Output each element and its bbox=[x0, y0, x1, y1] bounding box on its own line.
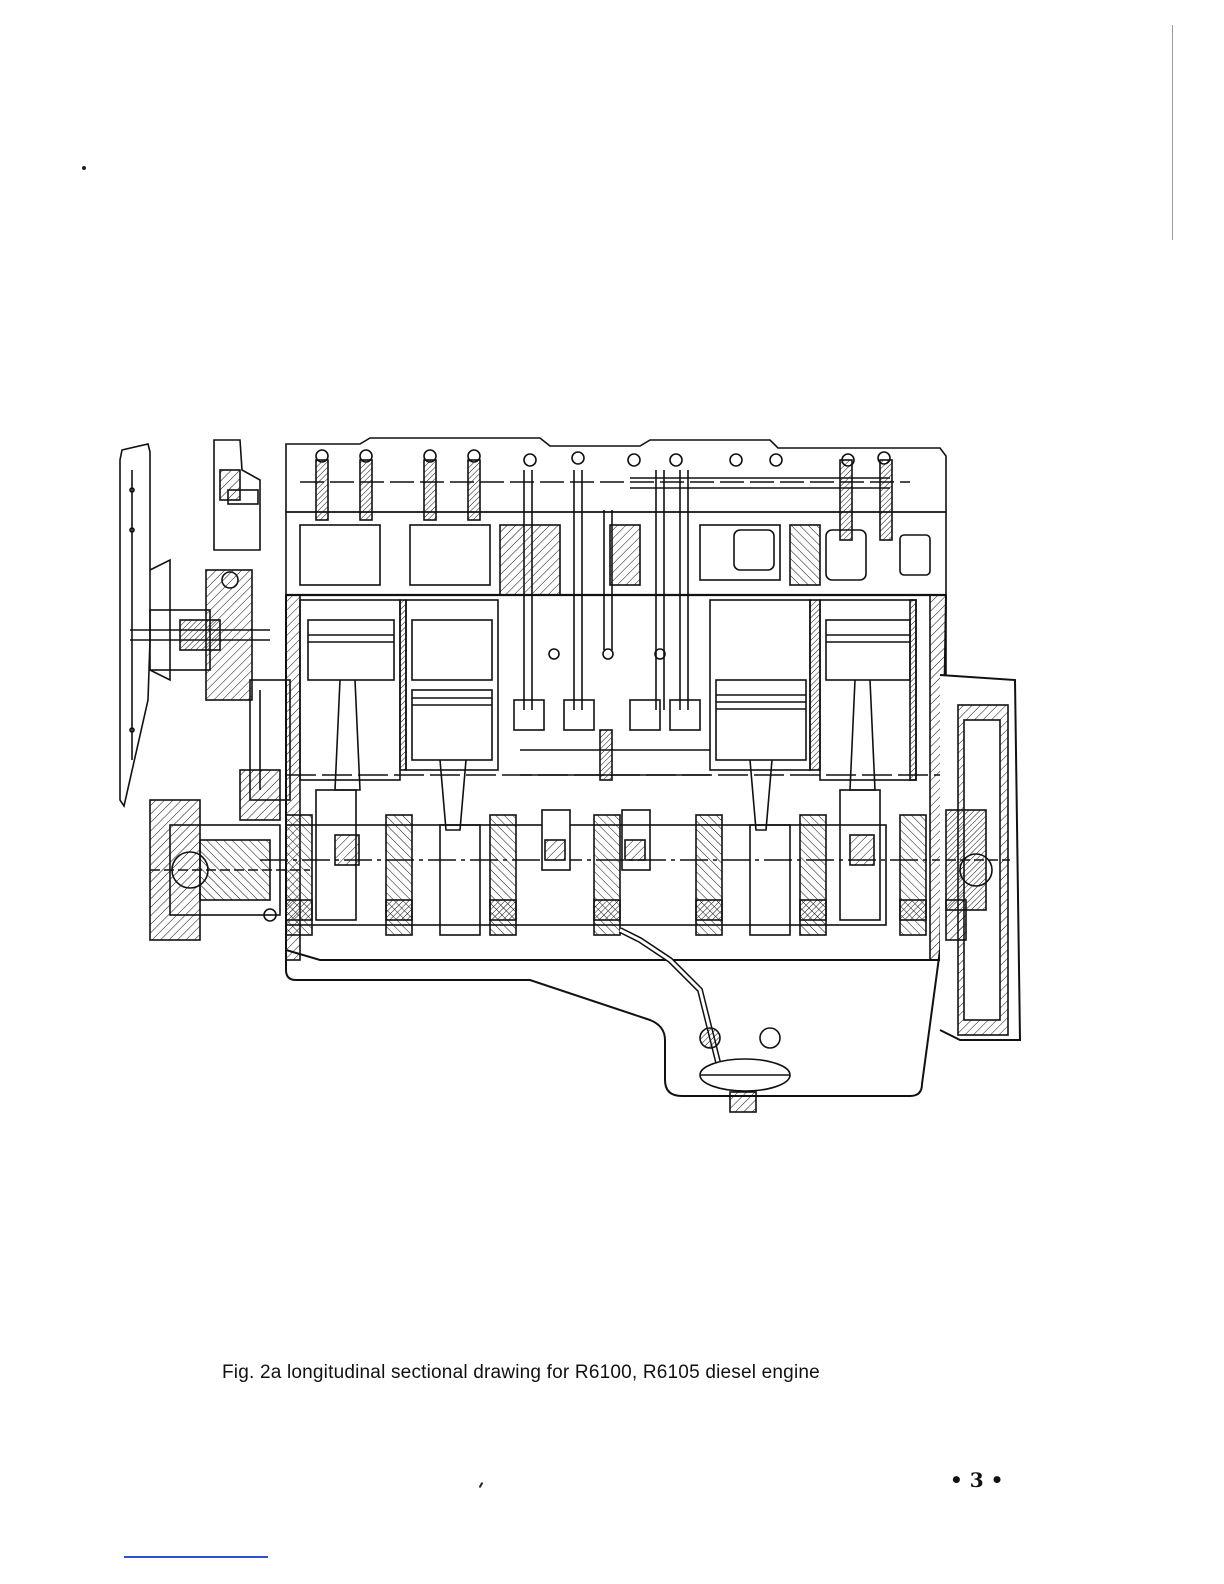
pushrods bbox=[514, 470, 710, 780]
cylinders bbox=[300, 600, 916, 830]
scan-edge-rule bbox=[1172, 25, 1173, 240]
crankshaft bbox=[260, 790, 1010, 935]
fan-blade bbox=[120, 444, 170, 806]
footnote-rule bbox=[124, 1556, 268, 1558]
oil-sump bbox=[286, 930, 940, 1112]
scan-speck bbox=[479, 1482, 484, 1488]
scan-speck bbox=[82, 166, 86, 170]
flywheel-housing bbox=[940, 675, 1020, 1040]
page-number: • 3 • bbox=[950, 1468, 1003, 1492]
figure-caption: Fig. 2a longitudinal sectional drawing f… bbox=[222, 1362, 942, 1384]
engine-sectional-drawing bbox=[110, 430, 1025, 1130]
